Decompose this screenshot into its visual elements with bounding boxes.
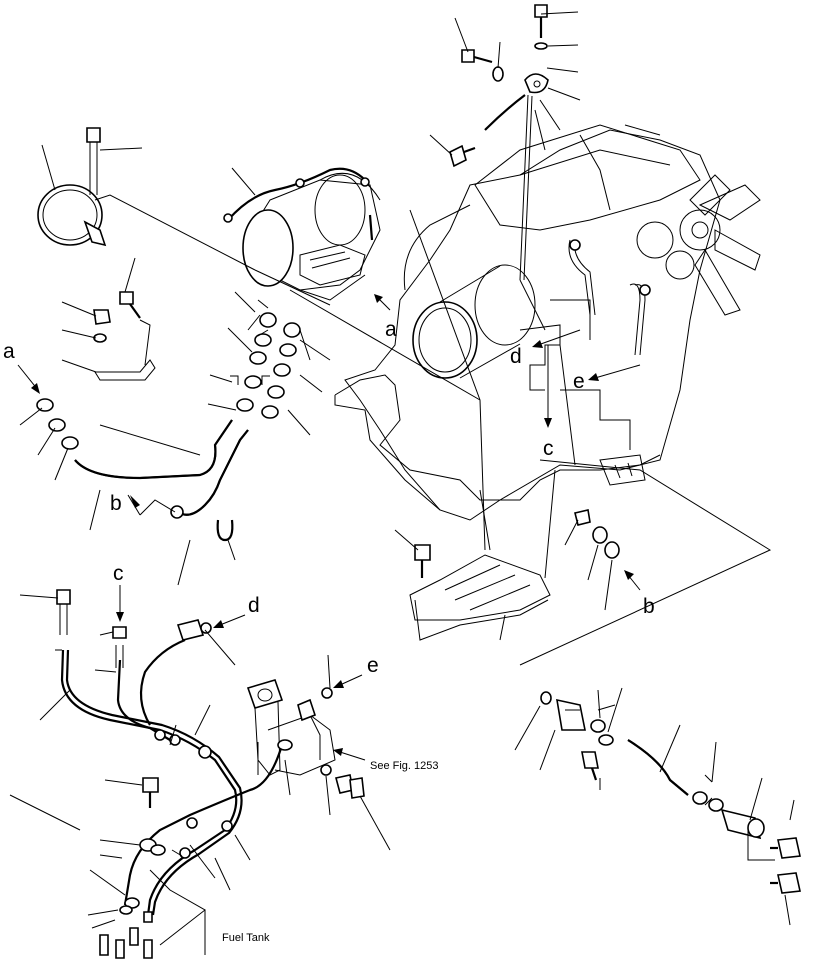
label-a-center: a (385, 318, 397, 341)
label-e-top: e (367, 654, 379, 677)
see-fig-label: See Fig. 1253 (370, 760, 439, 772)
label-c-lower: c (543, 437, 554, 460)
right-clamps (574, 509, 620, 559)
flange-pipe-assembly (246, 679, 365, 799)
label-b-right: b (643, 595, 655, 618)
leader-lines (9, 11, 795, 955)
band-clamp (37, 127, 107, 247)
air-cleaner-assembly (223, 167, 536, 379)
label-d-top: d (248, 594, 260, 617)
engine-mount-bracket (409, 469, 556, 641)
label-e-lower: e (573, 370, 585, 393)
engine-assembly (334, 124, 761, 521)
top-bolt-fittings (449, 4, 549, 281)
fuel-line-assembly (56, 589, 284, 959)
right-hose-assembly (540, 691, 801, 894)
label-c-top: c (113, 562, 124, 585)
left-hose-assembly (36, 291, 301, 542)
reference-labels: a a b b c c d d e e See Fig. 1253 Fuel T… (3, 318, 655, 944)
label-b-left: b (110, 492, 122, 515)
label-a-left: a (3, 340, 15, 363)
fuel-tank-label: Fuel Tank (222, 932, 270, 944)
label-d-lower: d (510, 345, 522, 368)
direction-arrows (17, 294, 641, 761)
